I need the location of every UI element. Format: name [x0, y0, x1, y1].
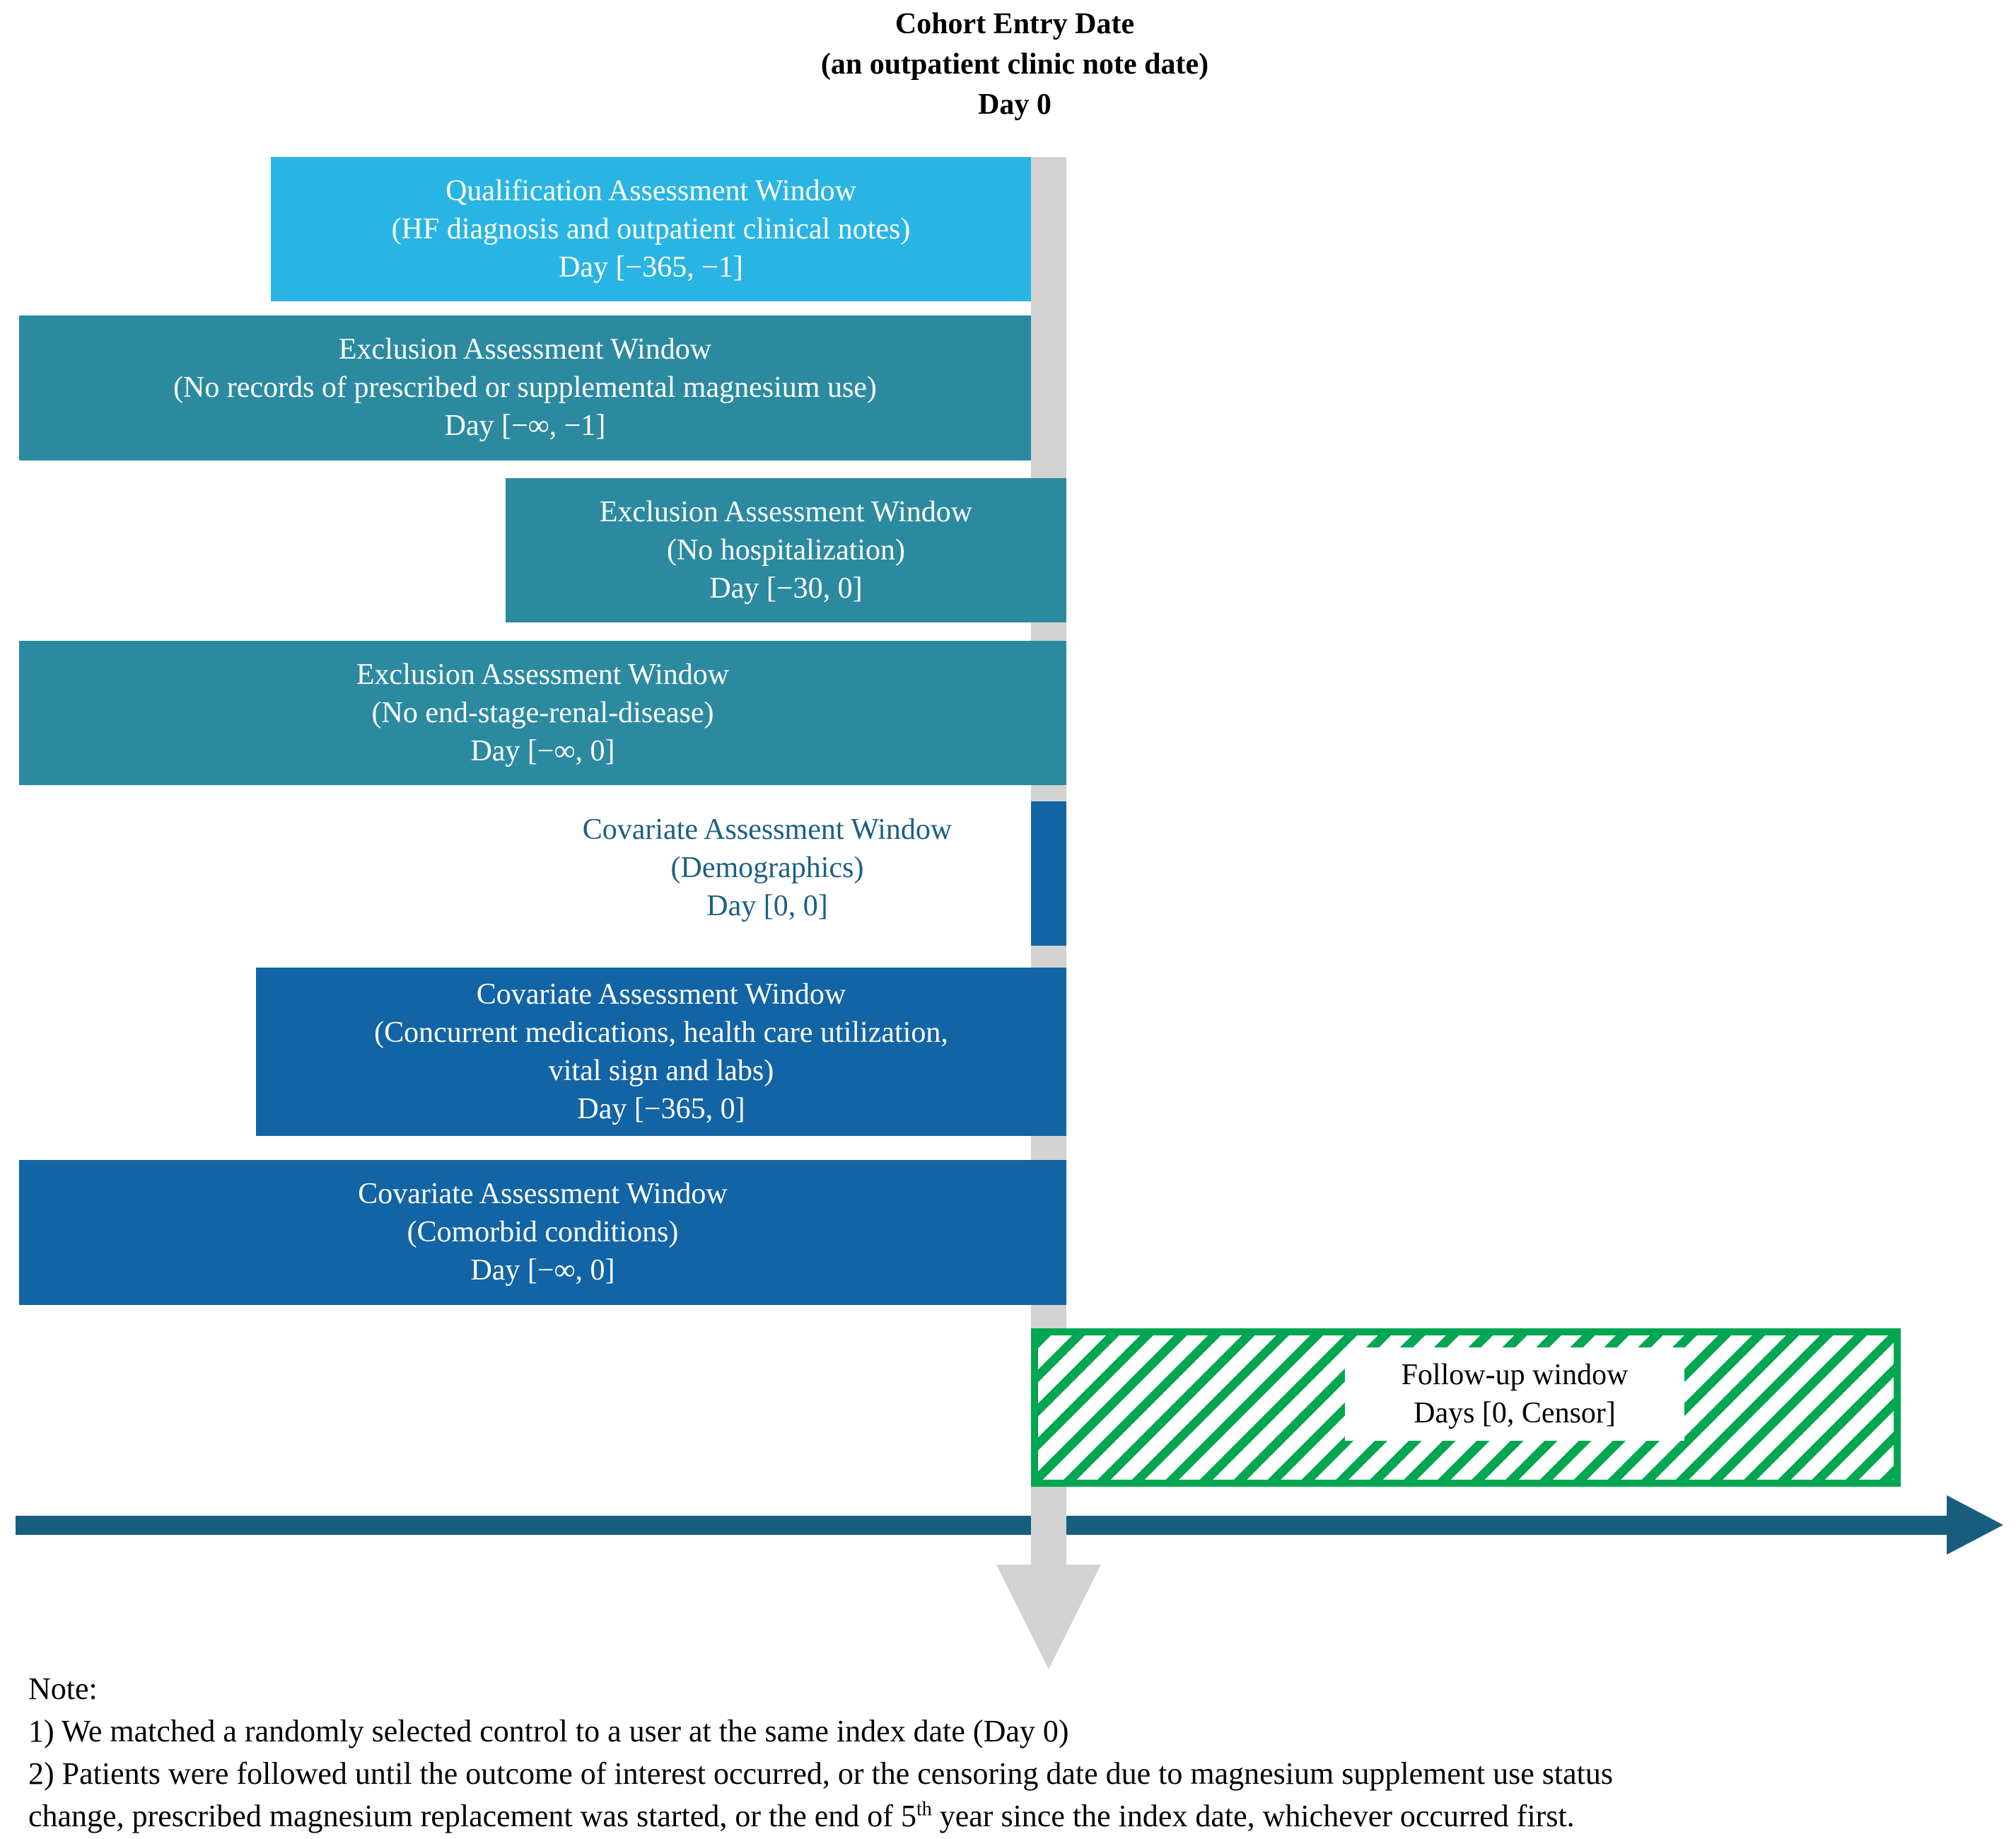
- window-bar-covariate-comorbid: Covariate Assessment Window (Comorbid co…: [19, 1160, 1066, 1305]
- title-line-3: Day 0: [978, 88, 1051, 121]
- window-label-covariate-demographics: Covariate Assessment Window (Demographic…: [269, 811, 1266, 925]
- window-bar-covariate-demographics: [1031, 801, 1066, 946]
- bar-text-line: (Comorbid conditions): [407, 1216, 679, 1248]
- title-line-2: (an outpatient clinic note date): [820, 48, 1209, 81]
- window-bar-covariate-concurrent: Covariate Assessment Window (Concurrent …: [256, 968, 1066, 1136]
- figure-notes: Note: 1) We matched a randomly selected …: [28, 1668, 2008, 1838]
- bar-text-line: Day [−∞, 0]: [470, 735, 615, 767]
- bar-text-line: Day [0, 0]: [706, 890, 828, 922]
- bar-text-line: (No records of prescribed or supplementa…: [173, 371, 877, 404]
- cohort-entry-arrowhead-icon: [996, 1565, 1101, 1669]
- title-line-1: Cohort Entry Date: [895, 8, 1135, 40]
- bar-text-line: (Demographics): [670, 852, 864, 884]
- bar-text-line: Day [−365, 0]: [577, 1093, 745, 1125]
- note-line-3-superscript: th: [916, 1798, 932, 1821]
- window-bar-exclusion-magnesium: Exclusion Assessment Window (No records …: [19, 315, 1031, 460]
- note-line-3-post: year since the index date, whichever occ…: [931, 1799, 1575, 1833]
- bar-text-line: Exclusion Assessment Window: [356, 659, 730, 691]
- note-heading: Note:: [28, 1671, 98, 1706]
- bar-text-line: (HF diagnosis and outpatient clinical no…: [391, 213, 911, 245]
- window-bar-exclusion-hospitalization: Exclusion Assessment Window (No hospital…: [506, 478, 1066, 622]
- followup-window-bar: Follow-up window Days [0, Censor]: [1031, 1328, 1901, 1487]
- bar-text-line: (Concurrent medications, health care uti…: [374, 1016, 948, 1049]
- bar-text-line: Qualification Assessment Window: [445, 175, 856, 207]
- bar-text-line: Exclusion Assessment Window: [599, 496, 973, 528]
- bar-text-line: Day [−30, 0]: [709, 572, 863, 605]
- bar-text-line: Day [−∞, −1]: [444, 410, 606, 442]
- timeline-axis: [16, 1516, 1947, 1535]
- bar-text-line: Follow-up window: [1401, 1359, 1628, 1391]
- bar-text-line: Covariate Assessment Window: [582, 813, 952, 846]
- window-bar-qualification: Qualification Assessment Window (HF diag…: [271, 157, 1031, 301]
- bar-text-line: (No hospitalization): [666, 534, 906, 567]
- bar-text-line: Days [0, Censor]: [1414, 1397, 1616, 1429]
- bar-text-line: (No end-stage-renal-disease): [371, 697, 714, 729]
- window-bar-exclusion-esrd: Exclusion Assessment Window (No end-stag…: [19, 641, 1066, 785]
- bar-text-line: Covariate Assessment Window: [476, 978, 846, 1011]
- note-line-3-pre: change, prescribed magnesium replacement…: [28, 1799, 916, 1833]
- bar-text-line: vital sign and labs): [548, 1055, 774, 1087]
- bar-text-line: Day [−∞, 0]: [470, 1254, 615, 1287]
- figure-title: Cohort Entry Date (an outpatient clinic …: [484, 4, 1545, 125]
- note-line-2: 2) Patients were followed until the outc…: [28, 1756, 1613, 1791]
- bar-text-line: Exclusion Assessment Window: [338, 333, 712, 366]
- timeline-arrowhead-icon: [1947, 1495, 2003, 1555]
- note-line-3: change, prescribed magnesium replacement…: [28, 1795, 2008, 1838]
- bar-text-line: Day [−365, −1]: [559, 251, 743, 284]
- followup-window-label: Follow-up window Days [0, Censor]: [1345, 1347, 1684, 1441]
- note-line-1: 1) We matched a randomly selected contro…: [28, 1714, 1069, 1748]
- bar-text-line: Covariate Assessment Window: [358, 1178, 728, 1210]
